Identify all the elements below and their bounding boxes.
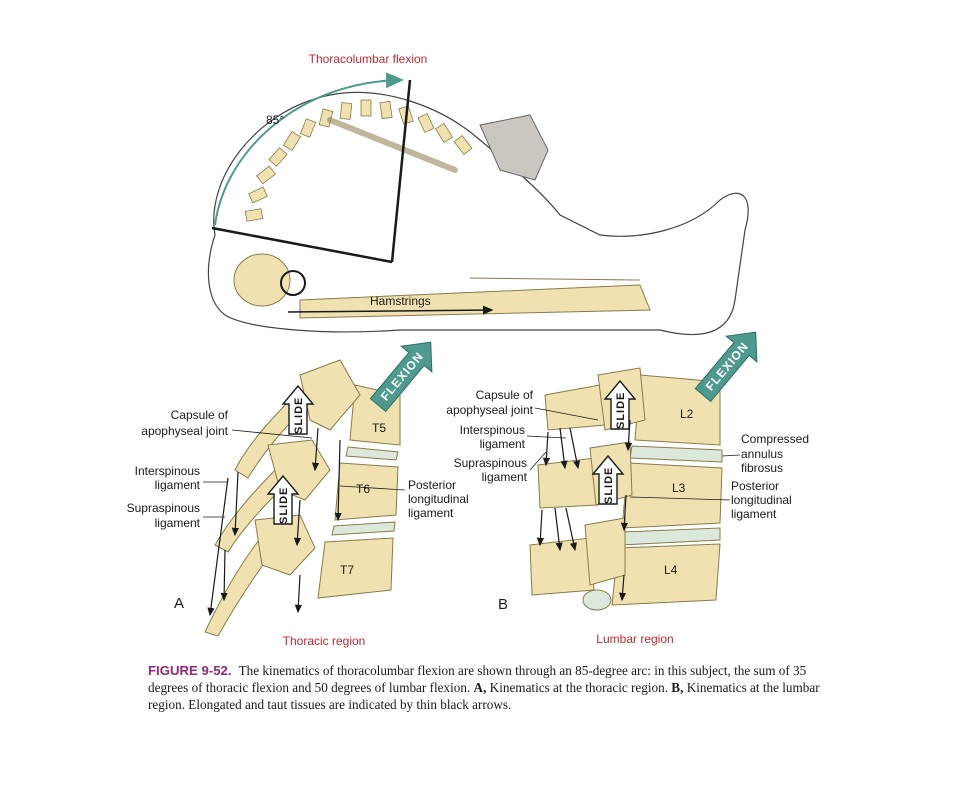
- a-interspinous-label-2: ligament: [155, 478, 201, 492]
- figure-caption: FIGURE 9-52. The kinematics of thoracolu…: [148, 662, 820, 713]
- t6-body: [334, 462, 399, 521]
- l3-label: L3: [672, 481, 686, 495]
- t6-label: T6: [356, 482, 370, 496]
- a-capsule-label-1: Capsule of: [171, 408, 229, 422]
- supraspinous-arrow-b1: [542, 431, 551, 467]
- slide-arrow-b2: SLIDE: [591, 454, 625, 505]
- b-posterior-label-2: longitudinal: [731, 493, 792, 507]
- caption-text-1: The kinematics of thoracolumbar flexion …: [148, 663, 807, 695]
- thoracic-region-label: Thoracic region: [283, 634, 366, 648]
- b-posterior-label-1: Posterior: [731, 479, 779, 493]
- l3-l4-disc: [619, 527, 721, 546]
- sacrum-fragment: [582, 589, 612, 611]
- caption-text-3: Kinematics at the lumbar region. Elongat…: [148, 680, 820, 712]
- l2-spinous-process: [544, 384, 606, 431]
- capsule-arrow-a2: [293, 499, 302, 547]
- slide-label-a1: SLIDE: [293, 397, 305, 434]
- l4-body: [611, 543, 721, 606]
- slide-arrow-b1: SLIDE: [603, 379, 637, 430]
- slide-label-a2: SLIDE: [278, 487, 290, 524]
- posterior-arrow-b2: [620, 494, 629, 532]
- l4-arch: [584, 517, 626, 586]
- angle-label: 85°: [266, 113, 284, 127]
- b-supraspinous-label-1: Supraspinous: [454, 456, 527, 470]
- interspinous-arrow-b3: [554, 507, 563, 552]
- b-posterior-label-3: ligament: [731, 507, 777, 521]
- t5-t6-disc: [345, 446, 399, 461]
- panel-b-label: B: [498, 596, 508, 613]
- b-interspinous-label-1: Interspinous: [460, 423, 525, 437]
- t5-arch: [299, 359, 361, 431]
- t5-label: T5: [372, 421, 386, 435]
- l3-body: [621, 462, 723, 529]
- lumbar-region-label: Lumbar region: [596, 632, 673, 646]
- supraspinous-arrow-b2: [536, 509, 545, 547]
- a-supraspinous-label-2: ligament: [155, 516, 201, 530]
- interspinous-arrow-b1: [559, 427, 568, 470]
- t6-t7-disc: [331, 521, 396, 536]
- reference-line-vertical: [390, 79, 412, 263]
- slide-arrow-a2: SLIDE: [266, 474, 300, 525]
- caption-a-label: A,: [473, 680, 487, 695]
- reference-line-horizontal: [211, 226, 393, 264]
- a-supraspinous-label-1: Supraspinous: [127, 501, 200, 515]
- flexion-label-a: FLEXION: [378, 349, 427, 403]
- flexion-arc-arrow: [214, 72, 404, 226]
- hamstrings-label: Hamstrings: [370, 294, 431, 308]
- thoracic-panel: SLIDE SLIDE FLEXION: [203, 341, 433, 637]
- supraspinous-arrow-a: [207, 477, 229, 617]
- b-compressed-label-3: fibrosus: [741, 461, 783, 475]
- b-compressed-label-2: annulus: [741, 447, 783, 461]
- posterior-ligament-arrow-a: [334, 439, 342, 522]
- caption-text-2: Kinematics at the thoracic region.: [489, 680, 668, 695]
- panel-a-label: A: [174, 595, 184, 612]
- b-capsule-label-2: apophyseal joint: [446, 403, 533, 417]
- t7-body: [317, 537, 394, 599]
- caption-b-label: B,: [671, 680, 684, 695]
- l4-spinous-process: [529, 537, 595, 596]
- a-posterior-label-2: longitudinal: [408, 492, 469, 506]
- l3-spinous-process: [537, 457, 599, 509]
- slide-arrow-a1: SLIDE: [281, 384, 315, 435]
- hamstrings-arrow: [287, 305, 494, 315]
- a-posterior-label-1: Posterior: [408, 478, 456, 492]
- posterior-arrow-b3: [618, 574, 627, 602]
- l2-l3-disc: [629, 445, 723, 463]
- capsule-arrow-a1: [311, 427, 320, 472]
- b-capsule-label-1: Capsule of: [476, 388, 534, 402]
- interspinous-arrow-a2: [220, 549, 228, 602]
- b-supraspinous-label-2: ligament: [482, 470, 528, 484]
- spine-curve: [244, 99, 473, 222]
- l2-label: L2: [680, 407, 694, 421]
- interspinous-arrow-a1: [231, 471, 239, 537]
- b-interspinous-label-2: ligament: [480, 437, 526, 451]
- b-compressed-label-1: Compressed: [741, 432, 809, 446]
- a-posterior-label-3: ligament: [408, 506, 454, 520]
- a-interspinous-label-1: Interspinous: [135, 464, 200, 478]
- slide-label-b1: SLIDE: [615, 392, 627, 429]
- top-title: Thoracolumbar flexion: [309, 52, 428, 66]
- slide-label-b2: SLIDE: [603, 467, 615, 504]
- figure-number: FIGURE 9-52.: [148, 663, 232, 678]
- t7-label: T7: [340, 563, 354, 577]
- interspinous-arrow-b4: [565, 507, 578, 552]
- lumbar-panel: SLIDE SLIDE FLEXION: [526, 331, 758, 611]
- flexion-label-b: FLEXION: [703, 339, 752, 393]
- interspinous-arrow-b2: [569, 427, 581, 470]
- a-capsule-label-2: apophyseal joint: [141, 424, 228, 438]
- seated-figure: [207, 91, 749, 336]
- posterior-ligament-arrow-a2: [294, 574, 302, 614]
- l4-label: L4: [664, 563, 678, 577]
